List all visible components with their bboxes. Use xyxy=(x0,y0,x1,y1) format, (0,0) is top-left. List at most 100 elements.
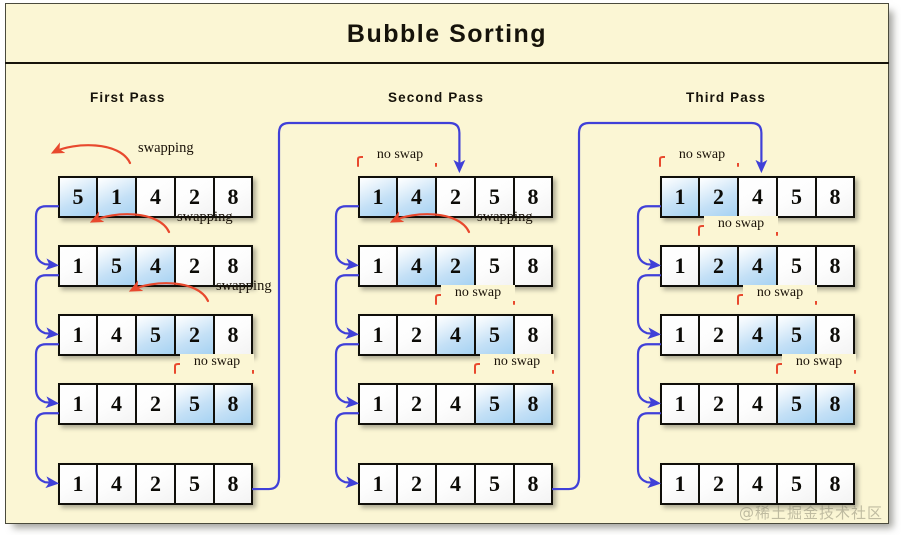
array-cell: 4 xyxy=(436,463,475,505)
array-cell: 5 xyxy=(475,176,514,218)
array-cell: 8 xyxy=(214,314,253,356)
array-cell: 1 xyxy=(660,314,699,356)
array-cell: 1 xyxy=(358,245,397,287)
array-cell: 2 xyxy=(175,245,214,287)
array-cell: 4 xyxy=(136,176,175,218)
array-cell-highlighted: 5 xyxy=(475,383,514,425)
array-cell-highlighted: 4 xyxy=(738,245,777,287)
array-cell-highlighted: 4 xyxy=(436,314,475,356)
no-swap-label: no swap xyxy=(363,147,437,163)
array-cell: 1 xyxy=(660,463,699,505)
array-cell-highlighted: 4 xyxy=(397,245,436,287)
array-cell-highlighted: 2 xyxy=(699,176,738,218)
array-cell: 5 xyxy=(777,176,816,218)
array-cell: 5 xyxy=(475,245,514,287)
swapping-label: swapping xyxy=(216,278,272,294)
array-cell: 8 xyxy=(214,463,253,505)
array-cell-highlighted: 1 xyxy=(358,176,397,218)
no-swap-label: no swap xyxy=(441,285,515,301)
title-divider xyxy=(5,62,889,64)
array-cell-highlighted: 2 xyxy=(175,314,214,356)
array-cell: 8 xyxy=(816,245,855,287)
array-cell-highlighted: 8 xyxy=(214,383,253,425)
array-cell: 2 xyxy=(175,176,214,218)
array-cell-highlighted: 5 xyxy=(777,314,816,356)
array-cell-highlighted: 4 xyxy=(738,314,777,356)
no-swap-label: no swap xyxy=(704,216,778,232)
array-cell: 4 xyxy=(97,463,136,505)
array-cell-highlighted: 5 xyxy=(58,176,97,218)
array-cell: 1 xyxy=(358,383,397,425)
array-cell: 4 xyxy=(97,314,136,356)
array-cell: 8 xyxy=(514,314,553,356)
array-cell-highlighted: 8 xyxy=(514,383,553,425)
array-cell: 4 xyxy=(97,383,136,425)
array-cell-highlighted: 8 xyxy=(816,383,855,425)
no-swap-label: no swap xyxy=(743,285,817,301)
array-cell: 1 xyxy=(358,463,397,505)
array-cell: 4 xyxy=(738,383,777,425)
pass-heading-first: First Pass xyxy=(90,90,166,105)
array-cell: 5 xyxy=(777,245,816,287)
array-cell: 1 xyxy=(58,383,97,425)
watermark: @稀土掘金技术社区 xyxy=(738,504,883,522)
array-cell-highlighted: 5 xyxy=(97,245,136,287)
array-cell: 2 xyxy=(136,463,175,505)
array-cell: 8 xyxy=(514,245,553,287)
array-cell: 5 xyxy=(777,463,816,505)
array-cell: 2 xyxy=(699,383,738,425)
array-cell-highlighted: 5 xyxy=(777,383,816,425)
no-swap-label: no swap xyxy=(665,147,739,163)
array-cell: 4 xyxy=(436,383,475,425)
array-cell-highlighted: 4 xyxy=(397,176,436,218)
array-cell: 5 xyxy=(175,463,214,505)
array-cell: 1 xyxy=(58,314,97,356)
array-cell: 8 xyxy=(816,463,855,505)
array-cell: 1 xyxy=(660,383,699,425)
array-cell: 2 xyxy=(397,383,436,425)
array-cell: 8 xyxy=(816,176,855,218)
array-cell: 2 xyxy=(699,463,738,505)
no-swap-label: no swap xyxy=(480,354,554,370)
array-cell: 4 xyxy=(738,463,777,505)
pass-heading-third: Third Pass xyxy=(686,90,767,105)
array-cell-highlighted: 5 xyxy=(136,314,175,356)
array-cell: 1 xyxy=(358,314,397,356)
array-cell: 2 xyxy=(397,463,436,505)
array-cell-highlighted: 2 xyxy=(436,245,475,287)
swapping-label: swapping xyxy=(477,209,533,225)
array-cell: 2 xyxy=(436,176,475,218)
array-cell-highlighted: 1 xyxy=(660,176,699,218)
array-cell-highlighted: 4 xyxy=(136,245,175,287)
array-cell-highlighted: 2 xyxy=(699,245,738,287)
page-title: Bubble Sorting xyxy=(346,20,548,48)
array-cell: 5 xyxy=(475,463,514,505)
swapping-label: swapping xyxy=(138,140,194,156)
array-cell: 8 xyxy=(214,245,253,287)
array-cell: 8 xyxy=(816,314,855,356)
array-cell: 2 xyxy=(136,383,175,425)
array-cell: 1 xyxy=(660,245,699,287)
array-cell-highlighted: 1 xyxy=(97,176,136,218)
pass-heading-second: Second Pass xyxy=(388,90,485,105)
swapping-label: swapping xyxy=(177,209,233,225)
array-cell: 1 xyxy=(58,463,97,505)
array-cell: 1 xyxy=(58,245,97,287)
no-swap-label: no swap xyxy=(782,354,856,370)
array-cell: 8 xyxy=(514,463,553,505)
array-cell: 2 xyxy=(699,314,738,356)
